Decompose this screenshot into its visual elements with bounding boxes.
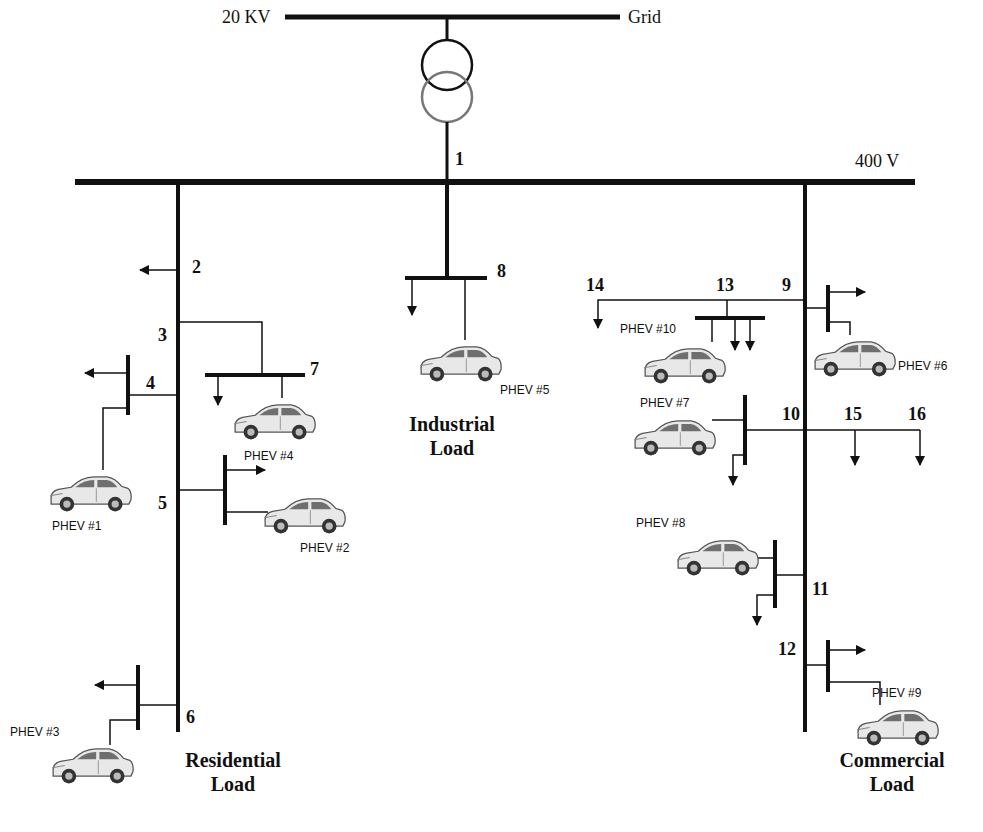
phev-label: PHEV #6 bbox=[898, 360, 947, 373]
phev-car bbox=[50, 342, 938, 784]
voltage-label: 400 V bbox=[855, 152, 899, 172]
bus-number: 3 bbox=[158, 326, 167, 346]
phev-label: PHEV #8 bbox=[636, 517, 685, 530]
phev-label: PHEV #5 bbox=[500, 384, 549, 397]
bus-number: 7 bbox=[310, 360, 319, 380]
phev-label: PHEV #1 bbox=[52, 520, 101, 533]
bus-number: 2 bbox=[192, 258, 201, 278]
phev-label: PHEV #2 bbox=[300, 542, 349, 555]
bus-number: 16 bbox=[908, 405, 926, 425]
bus-number: 11 bbox=[812, 580, 829, 600]
bus-number: 12 bbox=[778, 640, 796, 660]
load-label: Commercial Load bbox=[822, 748, 962, 796]
bus-number: 15 bbox=[844, 405, 862, 425]
phev-label: PHEV #4 bbox=[244, 450, 293, 463]
bus-number: 8 bbox=[497, 262, 506, 282]
bus-number: 1 bbox=[455, 150, 464, 170]
bus-number: 5 bbox=[158, 494, 167, 514]
bus-number: 9 bbox=[782, 276, 791, 296]
phev-label: PHEV #10 bbox=[620, 323, 676, 336]
load-label: Residential Load bbox=[168, 748, 298, 796]
load-label: Industrial Load bbox=[392, 412, 512, 460]
phev-label: PHEV #3 bbox=[10, 726, 59, 739]
phev-label: PHEV #7 bbox=[640, 397, 689, 410]
bus-number: 4 bbox=[146, 374, 155, 394]
bus-number: 10 bbox=[782, 405, 800, 425]
bus-number: 14 bbox=[586, 276, 604, 296]
bus-number: 6 bbox=[186, 708, 195, 728]
voltage-label: 20 KV bbox=[222, 8, 271, 28]
phev-label: PHEV #9 bbox=[872, 687, 921, 700]
bus-number: 13 bbox=[716, 276, 734, 296]
grid-label: Grid bbox=[628, 8, 661, 28]
